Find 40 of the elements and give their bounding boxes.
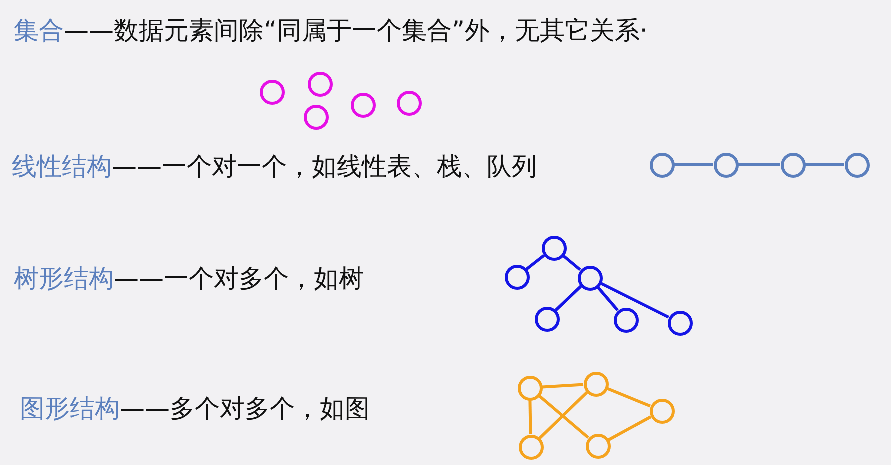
term-label: 图形结构 <box>20 394 120 423</box>
circle-node <box>714 152 738 178</box>
circle-node <box>308 72 332 96</box>
circle-node <box>304 104 328 130</box>
circle-node <box>534 306 560 332</box>
circle-node <box>650 398 674 424</box>
circle-node <box>586 434 610 458</box>
connector-line <box>738 164 780 166</box>
connector-line <box>608 416 652 442</box>
connector-line <box>597 286 619 312</box>
circle-node <box>518 376 542 400</box>
connector-line <box>528 400 532 435</box>
description-text: ——多个对多个，如图 <box>120 394 370 423</box>
connector-line <box>542 383 584 389</box>
circle-node <box>518 434 544 460</box>
circle-node <box>542 236 566 260</box>
term-label: 树形结构 <box>14 264 114 293</box>
term-label: 集合 <box>14 16 64 45</box>
connector-line <box>526 254 546 270</box>
circle-node <box>504 264 530 290</box>
circle-node <box>650 152 674 178</box>
circle-node <box>578 266 602 290</box>
description-text: ——一个对一个，如线性表、栈、队列 <box>112 152 537 181</box>
term-label: 线性结构 <box>12 152 112 181</box>
connector-line <box>607 387 651 408</box>
connector-line <box>600 282 670 319</box>
circle-node <box>396 90 422 116</box>
circle-node <box>844 152 870 178</box>
circle-node <box>668 310 692 336</box>
circle-node <box>260 80 284 104</box>
connector-line <box>562 254 582 272</box>
circle-node <box>584 372 608 396</box>
description-text: ——数据元素间除“同属于一个集合”外，无其它关系· <box>64 16 648 45</box>
circle-node <box>350 92 376 118</box>
connector-line <box>674 164 714 166</box>
connector-line <box>555 286 582 312</box>
connector-line <box>806 164 844 166</box>
circle-node <box>614 308 638 332</box>
description-text: ——一个对多个，如树 <box>114 264 364 293</box>
circle-node <box>780 152 806 178</box>
